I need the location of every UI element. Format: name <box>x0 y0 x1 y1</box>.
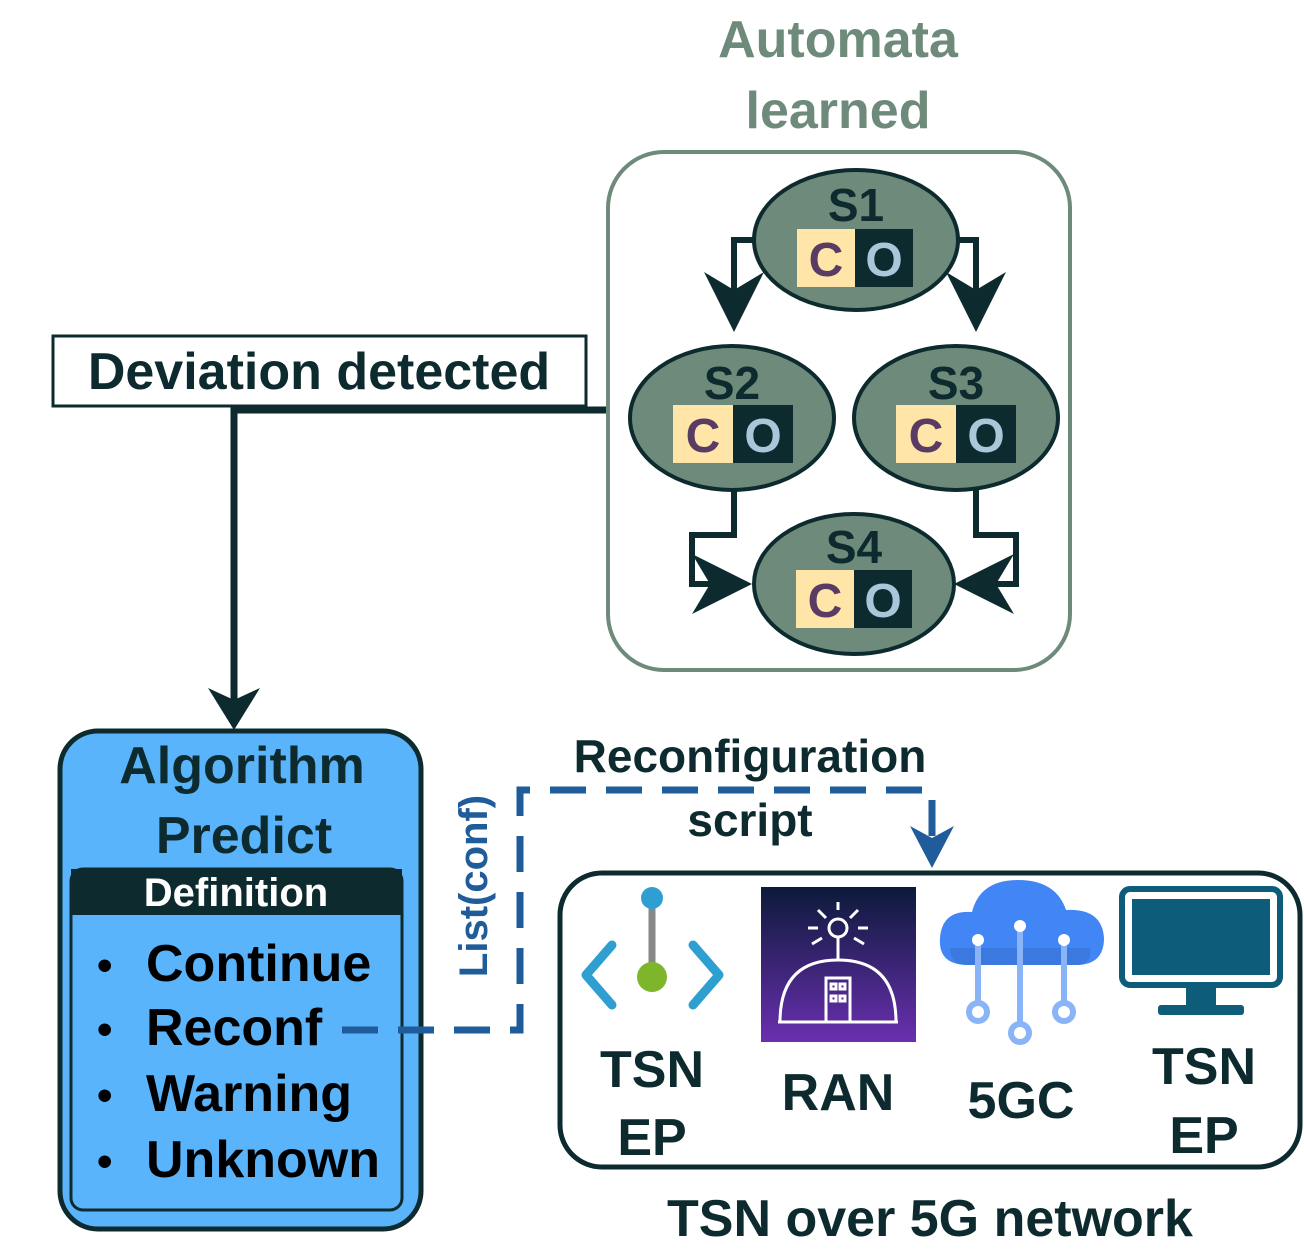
monitor-icon <box>1119 886 1283 1015</box>
definition-header: Definition <box>144 871 328 915</box>
bullet-continue: • <box>97 941 112 990</box>
state-s1-label: S1 <box>828 179 884 231</box>
state-s3-c-box <box>896 405 956 463</box>
cloud-core-icon <box>939 880 1104 1045</box>
state-s4-c-box <box>796 570 854 628</box>
state-s1: S1 C O <box>752 168 960 312</box>
state-s2: S2 C O <box>628 344 836 492</box>
network-caption: TSN over 5G network <box>667 1190 1193 1248</box>
item-continue: Continue <box>146 935 371 993</box>
state-s3-label: S3 <box>928 357 984 409</box>
state-s4-o-box <box>854 570 912 628</box>
state-s2-c-box <box>673 405 733 463</box>
transition-s1-s3 <box>946 237 1006 332</box>
list-conf-label: List(conf) <box>452 795 496 977</box>
automata-title-line2: learned <box>746 82 931 140</box>
tsn-endpoint-icon <box>581 887 724 1010</box>
item-reconf: Reconf <box>146 999 323 1057</box>
state-s2-c: C <box>686 410 721 463</box>
bullet-warning: • <box>97 1071 112 1120</box>
state-s2-o-box <box>733 405 793 463</box>
state-s4-c: C <box>808 575 843 628</box>
node-tsn-ep-right-line2: EP <box>1169 1107 1238 1165</box>
deviation-connector <box>230 406 606 702</box>
algorithm-title-line1: Algorithm <box>119 737 365 795</box>
node-5gc-label: 5GC <box>968 1072 1075 1130</box>
network-box <box>557 870 1303 1170</box>
state-s1-c: C <box>809 234 844 287</box>
state-s4-o: O <box>864 575 901 628</box>
item-unknown: Unknown <box>146 1131 380 1189</box>
bullet-reconf: • <box>97 1005 112 1054</box>
definition-header-bg <box>71 869 402 915</box>
deviation-label-box <box>51 334 588 408</box>
deviation-arrowhead <box>208 688 260 730</box>
automata-transitions <box>689 237 1019 614</box>
node-tsn-ep-left-line2: EP <box>617 1109 686 1167</box>
state-s1-o-box <box>855 229 913 287</box>
node-tsn-ep-right-line1: TSN <box>1152 1038 1256 1096</box>
state-s2-o: O <box>744 410 781 463</box>
state-s1-c-box <box>797 229 855 287</box>
transition-s3-s4 <box>954 488 1019 614</box>
automata-title-line1: Automata <box>718 11 959 69</box>
reconfig-dashed-path <box>342 786 936 1034</box>
state-s4-label: S4 <box>826 521 883 573</box>
ran-icon <box>761 887 916 1042</box>
transition-s1-s2 <box>704 237 764 332</box>
reconfig-arrowhead <box>910 826 954 868</box>
state-s3-o: O <box>967 410 1004 463</box>
reconfig-label-line2: script <box>687 794 812 846</box>
state-s3-c: C <box>909 410 944 463</box>
transition-s2-s4 <box>689 488 752 614</box>
state-s1-o: O <box>865 234 902 287</box>
state-s2-label: S2 <box>704 357 760 409</box>
definition-list: • Continue • Reconf • Warning • Unknown <box>97 935 380 1189</box>
reconfig-label-line1: Reconfiguration <box>574 730 927 782</box>
state-s4: S4 C O <box>752 512 956 656</box>
node-ran-label: RAN <box>782 1064 895 1122</box>
algorithm-title-line2: Predict <box>156 807 332 865</box>
state-s3: S3 C O <box>852 344 1060 492</box>
item-warning: Warning <box>146 1065 352 1123</box>
state-s3-o-box <box>956 405 1016 463</box>
bullet-unknown: • <box>97 1137 112 1186</box>
node-tsn-ep-left-line1: TSN <box>600 1041 704 1099</box>
deviation-label: Deviation detected <box>88 343 550 401</box>
